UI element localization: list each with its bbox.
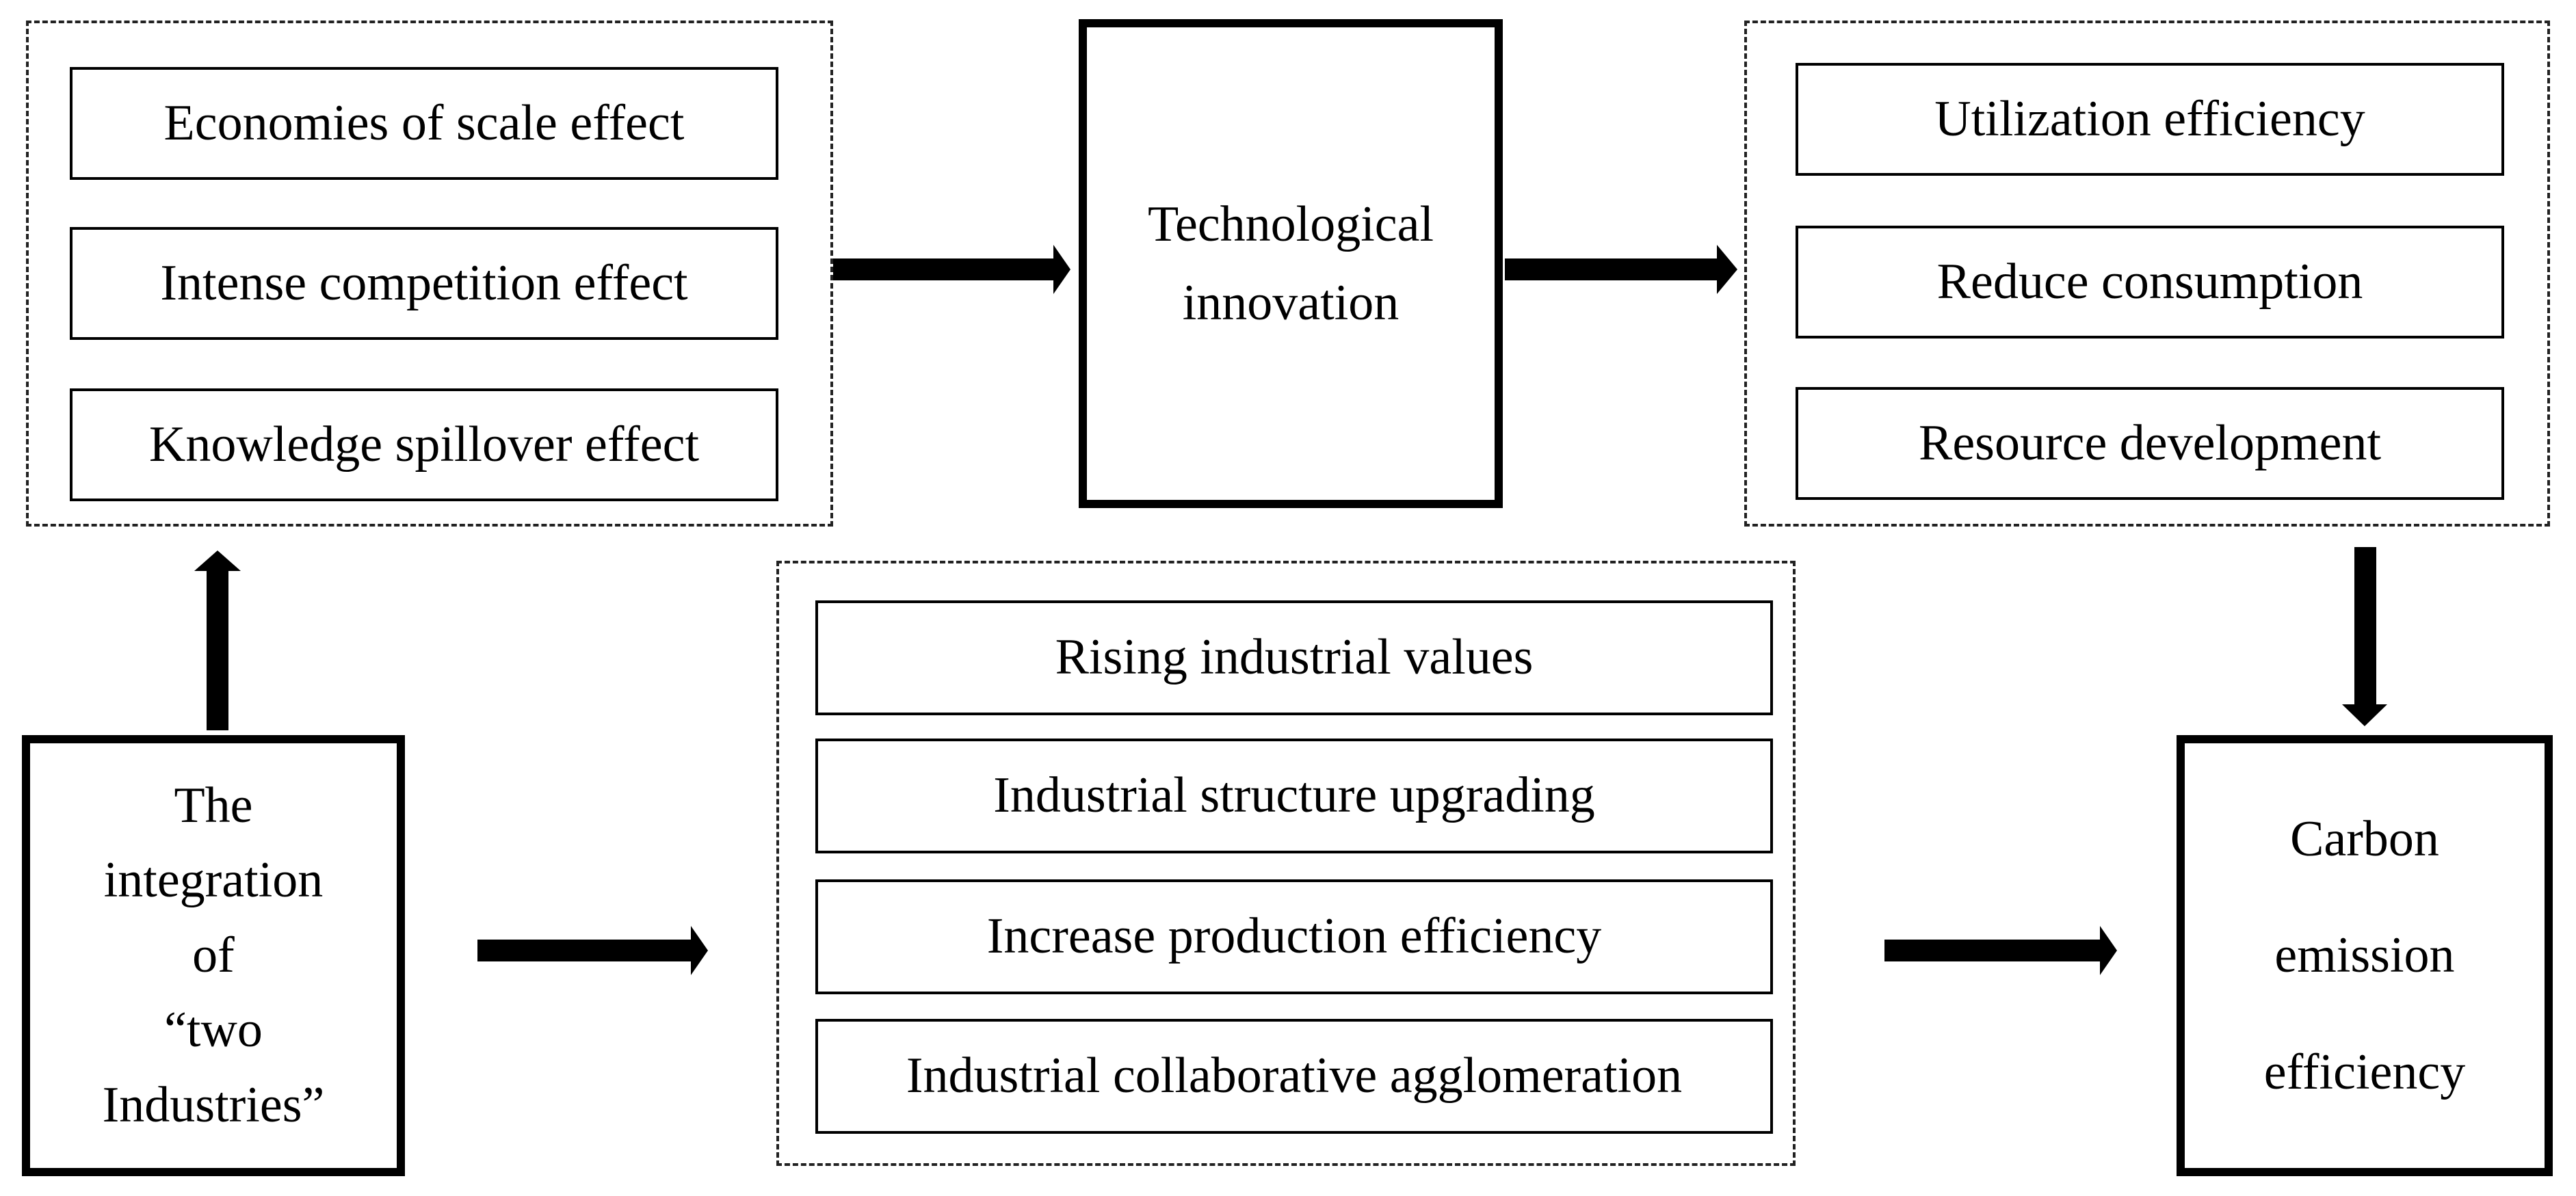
- industrial-structure-upgrading-box: Industrial structure upgrading: [815, 739, 1773, 853]
- industrial-collaborative-agglomeration-box: Industrial collaborative agglomeration: [815, 1019, 1773, 1134]
- resource-development-box: Resource development: [1796, 387, 2504, 500]
- economies-of-scale-label: Economies of scale effect: [163, 94, 685, 151]
- economies-of-scale-box: Economies of scale effect: [70, 67, 778, 180]
- middle-effects-group: [776, 561, 1796, 1166]
- two-industries-integration-box: The integration of “two Industries”: [22, 735, 405, 1176]
- arrow-efficiency-to-carbon: [2342, 547, 2387, 726]
- arrow-innovation-to-efficiency: [1505, 245, 1737, 294]
- reduce-consumption-label: Reduce consumption: [1936, 253, 2363, 310]
- industrial-structure-upgrading-label: Industrial structure upgrading: [993, 767, 1595, 824]
- knowledge-spillover-box: Knowledge spillover effect: [70, 388, 778, 501]
- arrow-effects-to-innovation: [833, 245, 1070, 294]
- intense-competition-box: Intense competition effect: [70, 227, 778, 340]
- utilization-efficiency-box: Utilization efficiency: [1796, 63, 2504, 176]
- arrow-integration-to-effects: [194, 550, 241, 730]
- rising-industrial-values-label: Rising industrial values: [1055, 629, 1534, 686]
- reduce-consumption-box: Reduce consumption: [1796, 226, 2504, 338]
- increase-production-efficiency-label: Increase production efficiency: [986, 908, 1602, 965]
- two-industries-integration-label: The integration of “two Industries”: [102, 777, 325, 1133]
- rising-industrial-values-box: Rising industrial values: [815, 600, 1773, 715]
- technological-innovation-label: Technological innovation: [1147, 196, 1434, 331]
- left-effects-group: [26, 21, 833, 527]
- intense-competition-label: Intense competition effect: [160, 254, 688, 311]
- knowledge-spillover-label: Knowledge spillover effect: [148, 416, 700, 473]
- industrial-collaborative-agglomeration-label: Industrial collaborative agglomeration: [906, 1048, 1683, 1104]
- utilization-efficiency-label: Utilization efficiency: [1934, 90, 2365, 147]
- technological-innovation-box: Technological innovation: [1079, 19, 1503, 508]
- carbon-emission-efficiency-box: Carbon emission efficiency: [2177, 735, 2553, 1176]
- carbon-emission-efficiency-label: Carbon emission efficiency: [2263, 811, 2466, 1100]
- arrow-integration-to-industrial: [477, 926, 708, 975]
- resource-development-label: Resource development: [1918, 414, 2382, 471]
- arrow-industrial-to-carbon: [1884, 926, 2117, 975]
- right-effects-group: [1744, 21, 2550, 527]
- increase-production-efficiency-box: Increase production efficiency: [815, 879, 1773, 994]
